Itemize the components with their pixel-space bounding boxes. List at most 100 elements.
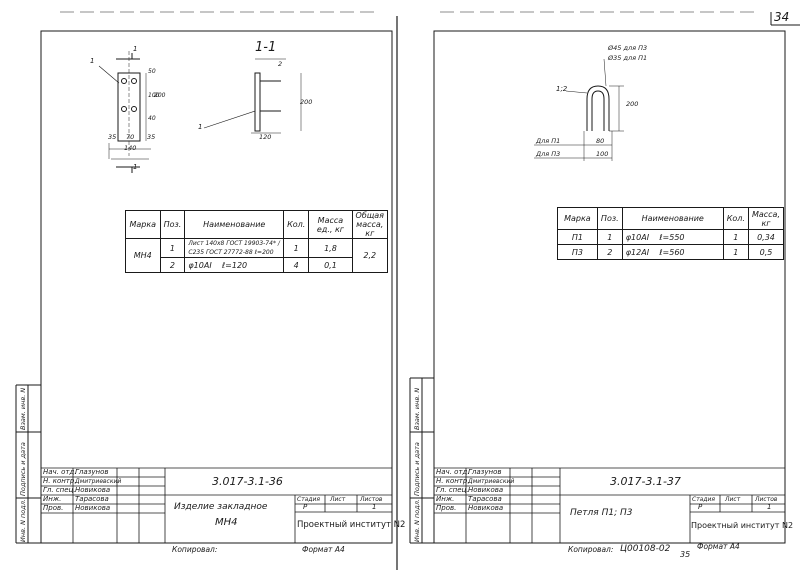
- tb-name: Тарасова: [468, 495, 502, 503]
- tb-stage-header: Стадия: [297, 496, 321, 503]
- note-label: 1;2: [556, 85, 568, 93]
- dim-label: 70: [126, 133, 135, 141]
- page-number: 34: [774, 10, 790, 24]
- tb-role: Инж.: [436, 495, 455, 503]
- tb-name: Новикова: [468, 504, 504, 512]
- tb-stage: Р: [698, 503, 703, 511]
- tb-role: Гл. спец.: [43, 486, 76, 494]
- footer-format: Формат А4: [302, 545, 345, 554]
- dim-row-label: Для П1: [536, 137, 561, 145]
- tb-stage: Р: [303, 503, 308, 511]
- footer-format: Формат А4: [697, 542, 740, 551]
- footer-copied: Копировал:: [172, 545, 218, 554]
- tb-name: Глазунов: [468, 468, 502, 476]
- org-name: Проектный институт N2: [691, 521, 794, 530]
- tb-role: Пров.: [436, 504, 457, 512]
- spec-mark: МН4: [125, 238, 161, 273]
- tb-sheets: 1: [372, 503, 377, 511]
- table-cell: 4: [283, 257, 310, 273]
- dim-label: 1: [133, 163, 138, 171]
- cell-name: φ12AI: [625, 247, 650, 257]
- dim-label: 120: [259, 133, 272, 141]
- tb-sheets: 1: [767, 503, 772, 511]
- dim-label: 200: [300, 98, 313, 106]
- col-mass-total: Общая масса, кг: [351, 210, 389, 239]
- table-cell: φ12AI ℓ=560: [621, 244, 724, 260]
- table-cell: φ10AI ℓ=120: [184, 257, 285, 273]
- dim-label: 140: [124, 144, 137, 152]
- dim-label: 1: [133, 45, 138, 53]
- tb-name: Дмитриевский: [75, 478, 122, 485]
- margin-inventory: Инв. N подл.: [413, 499, 421, 542]
- margin-signature: Подпись и дата: [413, 442, 421, 496]
- footer-number2: 35: [680, 550, 691, 559]
- tb-stage-header: Стадия: [692, 496, 716, 503]
- dim-label: 1: [90, 57, 95, 65]
- dim-label: 50: [148, 68, 156, 75]
- cell-len: ℓ=200: [254, 249, 274, 256]
- note-label: Ø35 для П1: [608, 54, 648, 62]
- tb-name: Тарасова: [75, 495, 109, 503]
- dim-label: 40: [148, 115, 156, 122]
- tb-role: Инж.: [43, 495, 62, 503]
- margin-signature: Подпись и дата: [19, 442, 27, 496]
- tb-role: Нач. отд.: [43, 468, 77, 476]
- org-name: Проектный институт N2: [297, 520, 406, 530]
- col-mass-unit: Масса ед., кг: [308, 210, 353, 239]
- table-cell: 0,1: [308, 257, 353, 273]
- tb-role: Гл. спец.: [436, 486, 469, 494]
- table-cell: 0,5: [747, 244, 785, 260]
- footer-copied: Копировал:: [568, 545, 614, 554]
- dim-label: 35: [147, 133, 156, 141]
- dim-label: 35: [108, 133, 117, 141]
- tb-name: Глазунов: [75, 468, 109, 476]
- dim-label: 1: [198, 123, 203, 131]
- margin-substitute: Взам. инв. N: [413, 387, 421, 430]
- dim-row-value: 80: [596, 137, 605, 145]
- right-drawing: [534, 58, 624, 161]
- cell-len: ℓ=120: [221, 260, 248, 270]
- note-label: Ø45 для П3: [608, 44, 648, 52]
- tb-sheets-header: Листов: [360, 496, 383, 503]
- tb-role: Н. контр.: [43, 477, 77, 485]
- dim-label: 200: [626, 100, 639, 108]
- dim-label: 2: [278, 60, 283, 68]
- tb-sheet-header: Лист: [725, 496, 741, 503]
- tb-role: Пров.: [43, 504, 64, 512]
- table-cell: 1: [722, 244, 749, 260]
- item-title: Петля П1; П3: [570, 508, 633, 518]
- tb-role: Н. контр.: [436, 477, 470, 485]
- spec-table-right: Марка Поз. Наименование Кол. Масса, кг П…: [557, 207, 785, 260]
- cell-len: ℓ=560: [659, 247, 685, 257]
- tb-name: Новикова: [468, 486, 504, 494]
- cell-name: φ10AI: [188, 260, 212, 270]
- tb-name: Новикова: [75, 504, 111, 512]
- margin-substitute: Взам. инв. N: [19, 387, 27, 430]
- tb-role: Нач. отд.: [436, 468, 470, 476]
- spec-table-left: Марка Поз. Наименование Кол. Масса ед., …: [125, 210, 389, 273]
- tb-name: Дмитриевский: [468, 478, 515, 485]
- doc-code: 3.017-3.1-36: [212, 475, 283, 488]
- dim-row-value: 100: [596, 150, 609, 158]
- item-mark: МН4: [215, 517, 238, 528]
- margin-inventory: Инв. N подл.: [19, 499, 27, 542]
- footer-number: Ц00108-02: [620, 544, 671, 554]
- table-cell: φ10AI ℓ=550: [621, 229, 724, 245]
- doc-code: 3.017-3.1-37: [610, 475, 681, 488]
- cell-len: ℓ=550: [659, 232, 685, 242]
- dim-row-label: Для П3: [536, 150, 561, 158]
- tb-sheet-header: Лист: [330, 496, 346, 503]
- cell-name: φ10AI: [625, 232, 650, 242]
- tb-name: Новикова: [75, 486, 111, 494]
- left-drawing: [98, 51, 302, 173]
- col-pos: Поз.: [159, 210, 186, 239]
- dim-label: 100: [148, 92, 160, 99]
- tb-sheets-header: Листов: [755, 496, 778, 503]
- section-title: 1-1: [255, 40, 277, 55]
- item-title: Изделие закладное: [174, 502, 268, 512]
- dim-label: 200: [154, 92, 166, 99]
- spec-total: 2,2: [351, 238, 389, 273]
- cell-name: Лист 140x8 ГОСТ 19903-74* / С235 ГОСТ 27…: [188, 240, 280, 256]
